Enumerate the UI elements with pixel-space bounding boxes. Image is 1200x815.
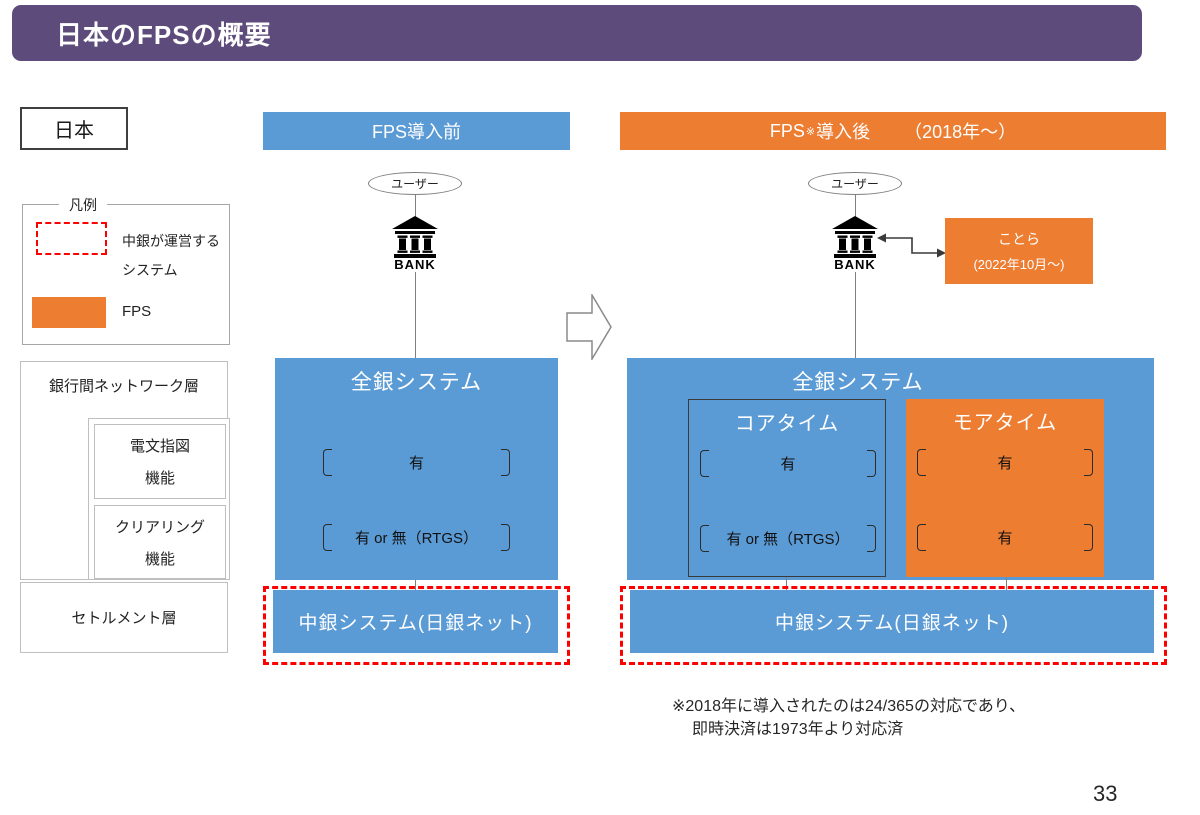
before-bank-icon: BANK: [392, 216, 438, 271]
after-column-header: FPS※導入後 （2018年〜）: [620, 112, 1166, 150]
before-central-bank-dashed-frame: [263, 586, 570, 665]
more-time-box: モアタイム 有 有: [906, 399, 1104, 577]
message-function-label-line1: 電文指図: [129, 438, 190, 455]
bracket-right-icon: [1083, 448, 1093, 476]
more-time-message-value: 有: [997, 454, 1013, 472]
core-time-clearing-value: 有 or 無（RTGS）: [726, 530, 850, 548]
slide-title-bar: 日本のFPSの概要: [12, 5, 1142, 61]
after-header-prefix: FPS: [769, 120, 805, 141]
clearing-function-box: クリアリング 機能: [94, 505, 226, 579]
more-time-clearing-row: 有: [917, 522, 1093, 552]
legend-fps-label: FPS: [122, 303, 152, 320]
bracket-left-icon: [323, 448, 332, 476]
core-time-clearing-row: 有 or 無（RTGS）: [700, 523, 876, 553]
after-bank-system-connector: [855, 272, 856, 358]
footnote-line1: ※2018年に導入されたのは24/365の対応であり、: [672, 698, 1026, 715]
page-number: 33: [1093, 781, 1118, 806]
after-zengin-title: 全銀システム: [792, 371, 924, 394]
slide-title: 日本のFPSの概要: [56, 19, 272, 50]
core-time-message-row: 有: [700, 448, 876, 478]
more-time-title: モアタイム: [952, 412, 1058, 434]
before-bank-system-connector: [415, 272, 416, 358]
message-function-label-line2: 機能: [144, 470, 175, 487]
after-header-period: （2018年〜）: [904, 122, 1017, 142]
transition-arrow-icon: [566, 294, 612, 360]
before-bank-label: BANK: [394, 257, 436, 271]
before-message-row: 有: [323, 447, 510, 477]
before-user-oval: ユーザー: [368, 172, 462, 195]
legend-title: 凡例: [59, 195, 107, 215]
footnote-line2: 即時決済は1973年より対応済: [692, 721, 904, 738]
settlement-layer-label: セトルメント層: [71, 610, 177, 627]
before-zengin-system-box: 全銀システム 有 有 or 無（RTGS）: [275, 358, 558, 580]
before-column-header: FPS導入前: [263, 112, 570, 150]
more-time-message-row: 有: [917, 447, 1093, 477]
after-header-suffix: 導入後: [816, 122, 871, 142]
core-time-message-value: 有: [780, 455, 796, 473]
after-bank-icon: BANK: [832, 216, 878, 271]
clearing-function-label-line2: 機能: [144, 550, 175, 568]
after-header-note-mark: ※: [805, 125, 816, 138]
bracket-left-icon: [700, 524, 709, 552]
legend-central-bank-label-line1: 中銀が運営する: [122, 233, 220, 249]
bracket-left-icon: [323, 523, 332, 551]
more-time-cb-connector: [1006, 577, 1007, 590]
before-clearing-value: 有 or 無（RTGS）: [354, 529, 479, 547]
before-system-cb-connector: [415, 580, 416, 590]
after-user-label: ユーザー: [831, 177, 879, 191]
message-function-box: 電文指図 機能: [94, 424, 226, 499]
before-central-bank-label: 中銀システム(日銀ネット): [298, 613, 533, 634]
bracket-left-icon: [700, 449, 709, 477]
settlement-layer-box: セトルメント層: [20, 582, 228, 653]
after-user-bank-connector: [855, 195, 856, 217]
after-central-bank-box: 中銀システム(日銀ネット): [630, 590, 1154, 653]
after-central-bank-label: 中銀システム(日銀ネット): [774, 613, 1010, 634]
bracket-right-icon: [500, 448, 510, 476]
before-clearing-row: 有 or 無（RTGS）: [323, 522, 510, 552]
bracket-right-icon: [866, 449, 876, 477]
fps-swatch-icon: [32, 297, 106, 328]
after-user-oval: ユーザー: [808, 172, 902, 195]
before-central-bank-box: 中銀システム(日銀ネット): [273, 590, 558, 653]
before-header-label: FPS導入前: [371, 122, 461, 142]
after-bank-label: BANK: [834, 257, 876, 271]
before-user-bank-connector: [415, 195, 416, 217]
interbank-network-layer-label: 銀行間ネットワーク層: [48, 378, 199, 395]
bracket-left-icon: [917, 448, 926, 476]
bank-kotora-arrow-icon: [877, 233, 946, 258]
bracket-right-icon: [1083, 523, 1093, 551]
core-time-title: コアタイム: [734, 413, 840, 435]
before-user-label: ユーザー: [391, 177, 439, 191]
before-message-value: 有: [408, 454, 424, 472]
core-time-cb-connector: [786, 577, 787, 590]
kotora-date: (2022年10月〜): [973, 257, 1065, 272]
legend-central-bank-label-line2: システム: [122, 262, 178, 278]
country-box: 日本: [20, 107, 128, 150]
before-zengin-title: 全銀システム: [350, 371, 483, 394]
bracket-left-icon: [917, 523, 926, 551]
clearing-function-label-line1: クリアリング: [114, 518, 205, 536]
kotora-box: ことら (2022年10月〜): [945, 218, 1093, 284]
bracket-right-icon: [866, 524, 876, 552]
more-time-clearing-value: 有: [997, 529, 1013, 547]
central-bank-swatch-icon: [36, 222, 107, 255]
core-time-box: コアタイム 有 有 or 無（RTGS）: [688, 399, 886, 577]
country-label: 日本: [54, 120, 94, 142]
after-central-bank-dashed-frame: [620, 586, 1167, 665]
kotora-label: ことら: [998, 231, 1040, 247]
bracket-right-icon: [500, 523, 510, 551]
